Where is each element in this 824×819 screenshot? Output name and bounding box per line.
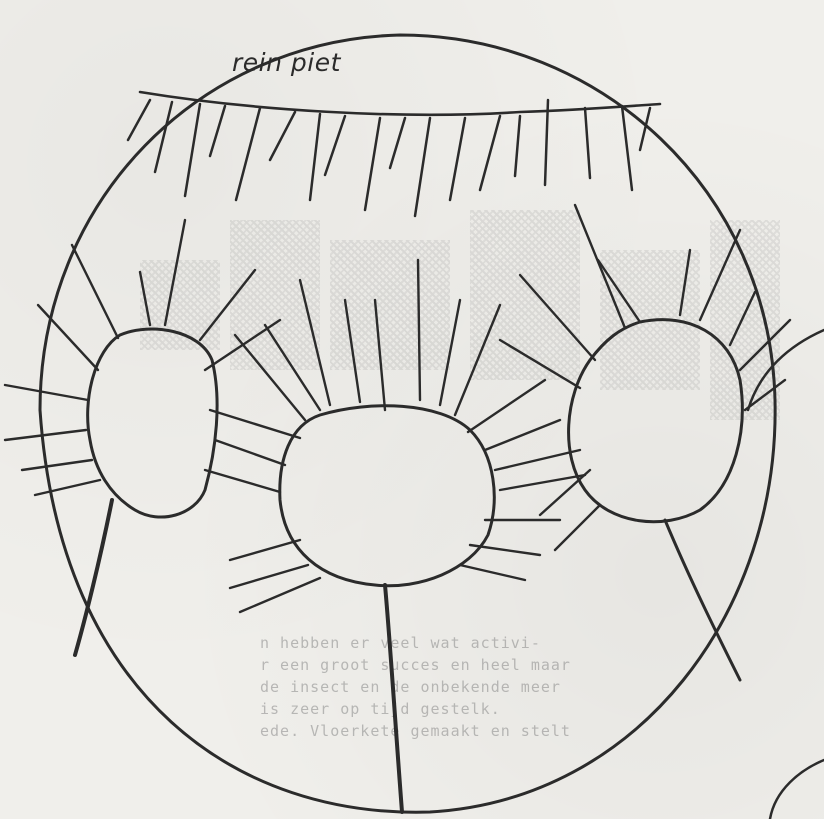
middle-flower-petals	[230, 260, 585, 612]
right-flower-petals	[500, 205, 790, 550]
left-flower-stem	[75, 500, 112, 655]
grass-strokes	[128, 100, 650, 216]
middle-flower-stem	[385, 585, 402, 812]
left-flower-petals	[5, 220, 300, 495]
ground-line	[140, 92, 660, 115]
artist-caption: rein piet	[232, 48, 341, 77]
outside-curve-bottom	[770, 760, 824, 819]
outer-circle	[40, 35, 775, 812]
left-flower-head	[88, 329, 217, 517]
middle-flower-head	[280, 406, 494, 586]
right-flower-head	[569, 320, 743, 522]
